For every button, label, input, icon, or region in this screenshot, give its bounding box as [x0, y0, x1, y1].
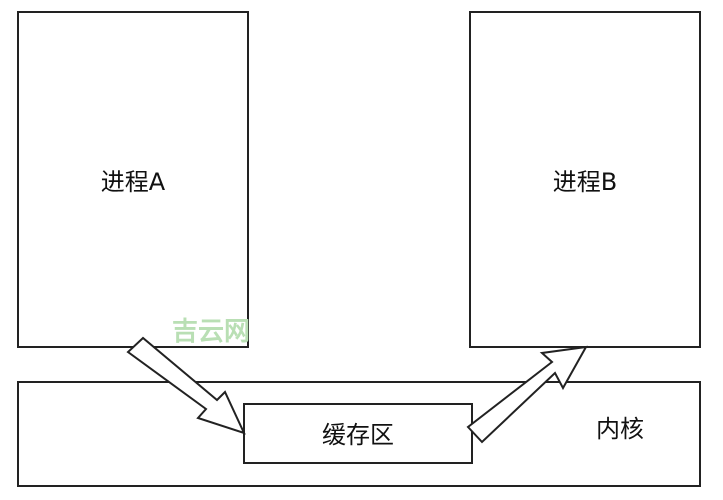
arrow-a-to-buffer: [126, 336, 246, 435]
buffer-label: 缓存区: [322, 421, 394, 449]
watermark-text: 吉云网: [172, 317, 250, 347]
process-a-label: 进程A: [101, 168, 166, 196]
process-a-box: [17, 11, 249, 348]
kernel-label: 内核: [596, 415, 644, 443]
process-b-label: 进程B: [553, 168, 617, 196]
arrow-buffer-to-b: [466, 345, 588, 444]
buffer-box: [243, 403, 473, 464]
process-b-box: [469, 11, 701, 348]
